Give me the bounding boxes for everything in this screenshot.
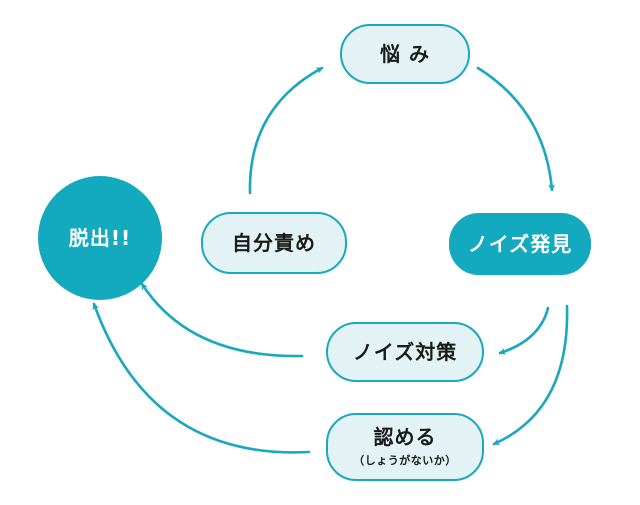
node-mitomeru: 認める （しょうがないか） bbox=[326, 413, 484, 481]
node-noise-hakken-label: ノイズ発見 bbox=[467, 232, 573, 256]
node-nayami-label: 悩 み bbox=[380, 42, 430, 66]
node-mitomeru-sublabel: （しょうがないか） bbox=[353, 453, 457, 467]
node-noise-taisaku: ノイズ対策 bbox=[326, 322, 484, 382]
node-nayami: 悩 み bbox=[340, 24, 470, 84]
arrow-noise-taisaku-to-dasshutsu bbox=[140, 282, 304, 358]
arrow-noise-hakken-to-mitomeru bbox=[492, 304, 569, 446]
arrow-nayami-to-noise-hakken bbox=[476, 66, 555, 192]
node-noise-hakken: ノイズ発見 bbox=[449, 213, 591, 275]
node-dasshutsu: 脱出!! bbox=[38, 176, 162, 300]
arrow-noise-hakken-to-noise-taisaku bbox=[498, 306, 550, 355]
node-mitomeru-label: 認める bbox=[373, 424, 437, 449]
arrow-jibun-seme-to-nayami bbox=[248, 66, 324, 195]
node-dasshutsu-label: 脱出!! bbox=[68, 226, 132, 250]
node-jibun-seme: 自分責め bbox=[201, 212, 347, 274]
node-jibun-seme-label: 自分責め bbox=[232, 231, 316, 255]
arrow-mitomeru-to-dasshutsu bbox=[92, 302, 311, 454]
node-noise-taisaku-label: ノイズ対策 bbox=[352, 340, 458, 364]
